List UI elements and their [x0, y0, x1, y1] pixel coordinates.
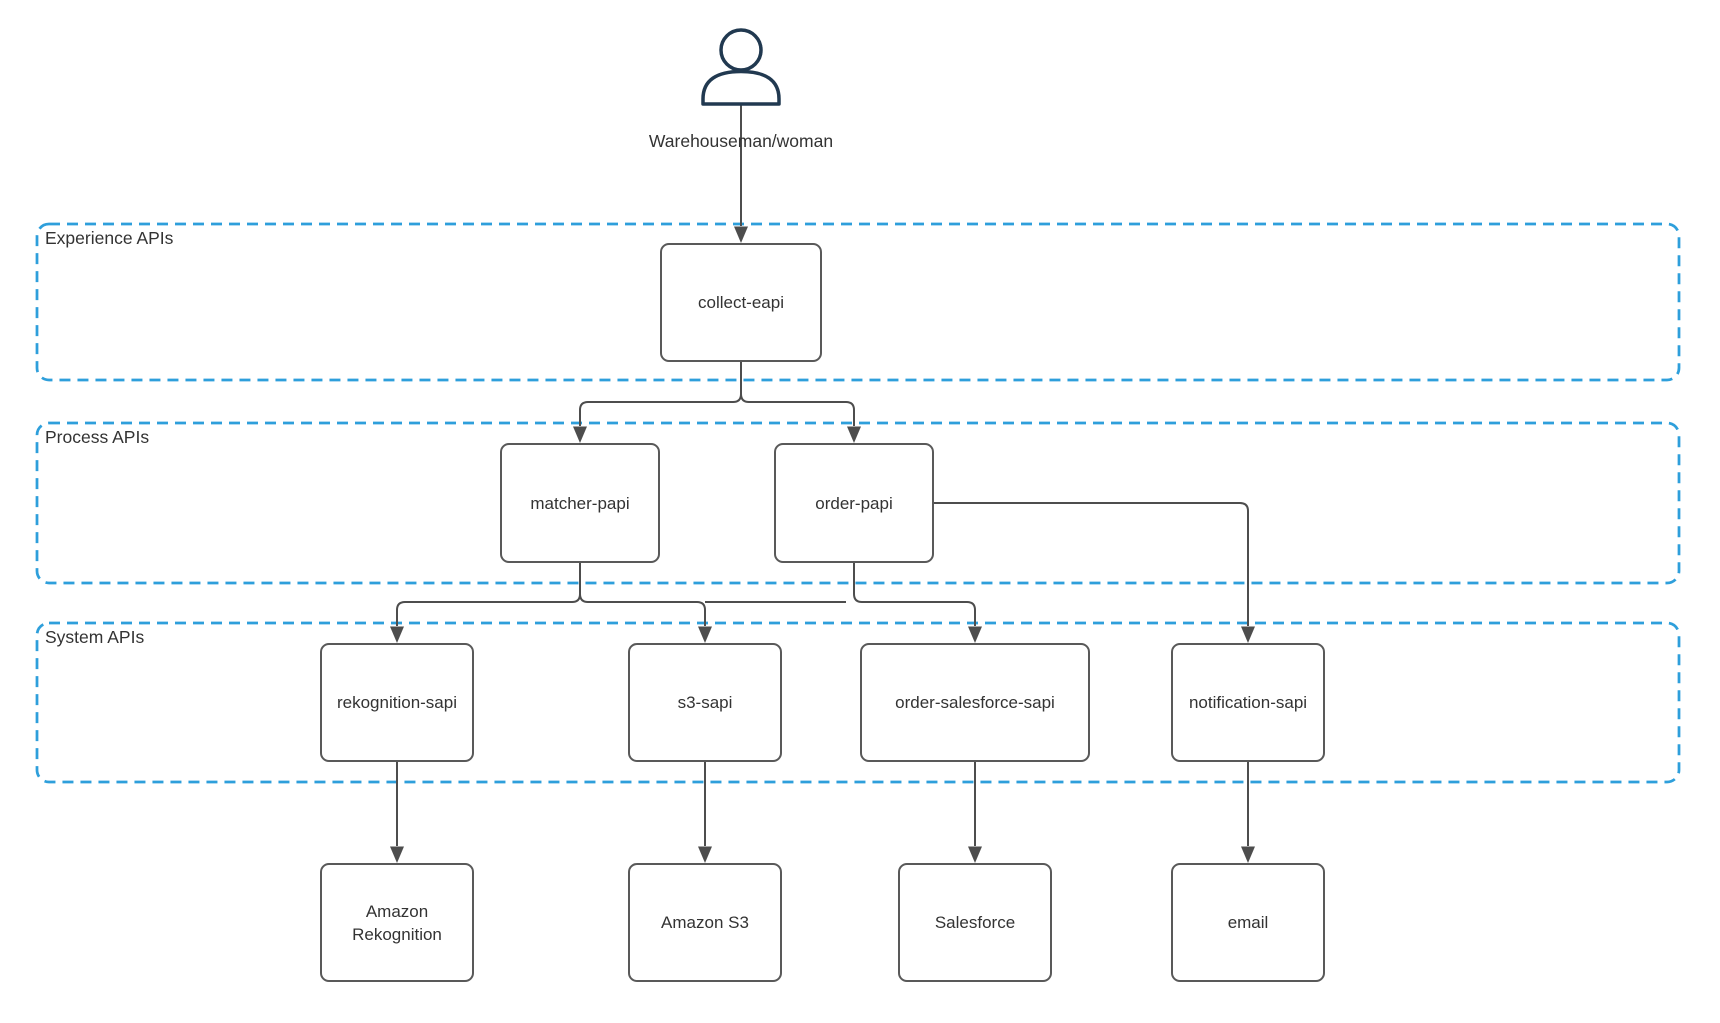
node-amazon-rekognition: Amazon Rekognition [320, 863, 474, 982]
arrowhead-salesforce [968, 846, 982, 863]
node-order-papi-label: order-papi [815, 493, 893, 513]
arrowhead-rekognition [390, 626, 404, 643]
node-order-salesforce-sapi-label: order-salesforce-sapi [895, 693, 1055, 712]
layer-system-border [35, 621, 1681, 784]
node-rekognition-sapi: rekognition-sapi [320, 643, 474, 762]
node-matcher-papi-label: matcher-papi [530, 493, 630, 513]
arrowhead-amazon-rekognition [390, 846, 404, 863]
node-order-papi: order-papi [774, 443, 934, 563]
node-amazon-rekognition-label: Amazon Rekognition [352, 901, 442, 944]
node-collect-eapi: collect-eapi [660, 243, 822, 362]
node-notification-sapi: notification-sapi [1171, 643, 1325, 762]
edge-collect-to-order [740, 393, 855, 426]
arrowhead-notification [1241, 626, 1255, 643]
layer-process-border [35, 421, 1681, 585]
actor-label: Warehouseman/woman [648, 131, 834, 151]
layer-label-experience: Experience APIs [45, 228, 174, 248]
edge-order-to-notification [934, 502, 1249, 626]
person-icon [701, 28, 781, 106]
node-s3-sapi: s3-sapi [628, 643, 782, 762]
node-rekognition-sapi-label: rekognition-sapi [336, 693, 457, 712]
arrowhead-matcher [573, 426, 587, 443]
arrowhead-order-salesforce [968, 626, 982, 643]
edge-collect-to-matcher [579, 362, 742, 426]
node-salesforce-label: Salesforce [934, 913, 1016, 932]
node-matcher-papi: matcher-papi [500, 443, 660, 563]
edge-matcher-to-rekognition [396, 563, 581, 626]
node-s3-sapi-label: s3-sapi [677, 693, 733, 712]
node-email: email [1171, 863, 1325, 982]
edge-order-to-salesforce-sapi [853, 563, 976, 626]
node-salesforce: Salesforce [898, 863, 1052, 982]
arrowhead-amazon-s3 [698, 846, 712, 863]
node-amazon-s3-label: Amazon S3 [661, 913, 749, 932]
layer-label-process: Process APIs [45, 427, 150, 447]
node-email-label: email [1227, 913, 1269, 932]
layer-label-system: System APIs [45, 627, 145, 647]
node-collect-eapi-label: collect-eapi [698, 293, 784, 312]
arrowhead-email [1241, 846, 1255, 863]
node-notification-sapi-label: notification-sapi [1188, 693, 1308, 712]
arrowhead-collect [734, 226, 748, 243]
arrowhead-order [847, 426, 861, 443]
layer-experience-border [35, 222, 1681, 382]
arrowhead-s3 [698, 626, 712, 643]
node-order-salesforce-sapi: order-salesforce-sapi [860, 643, 1090, 762]
edge-matcher-to-s3 [579, 593, 706, 626]
node-amazon-s3: Amazon S3 [628, 863, 782, 982]
